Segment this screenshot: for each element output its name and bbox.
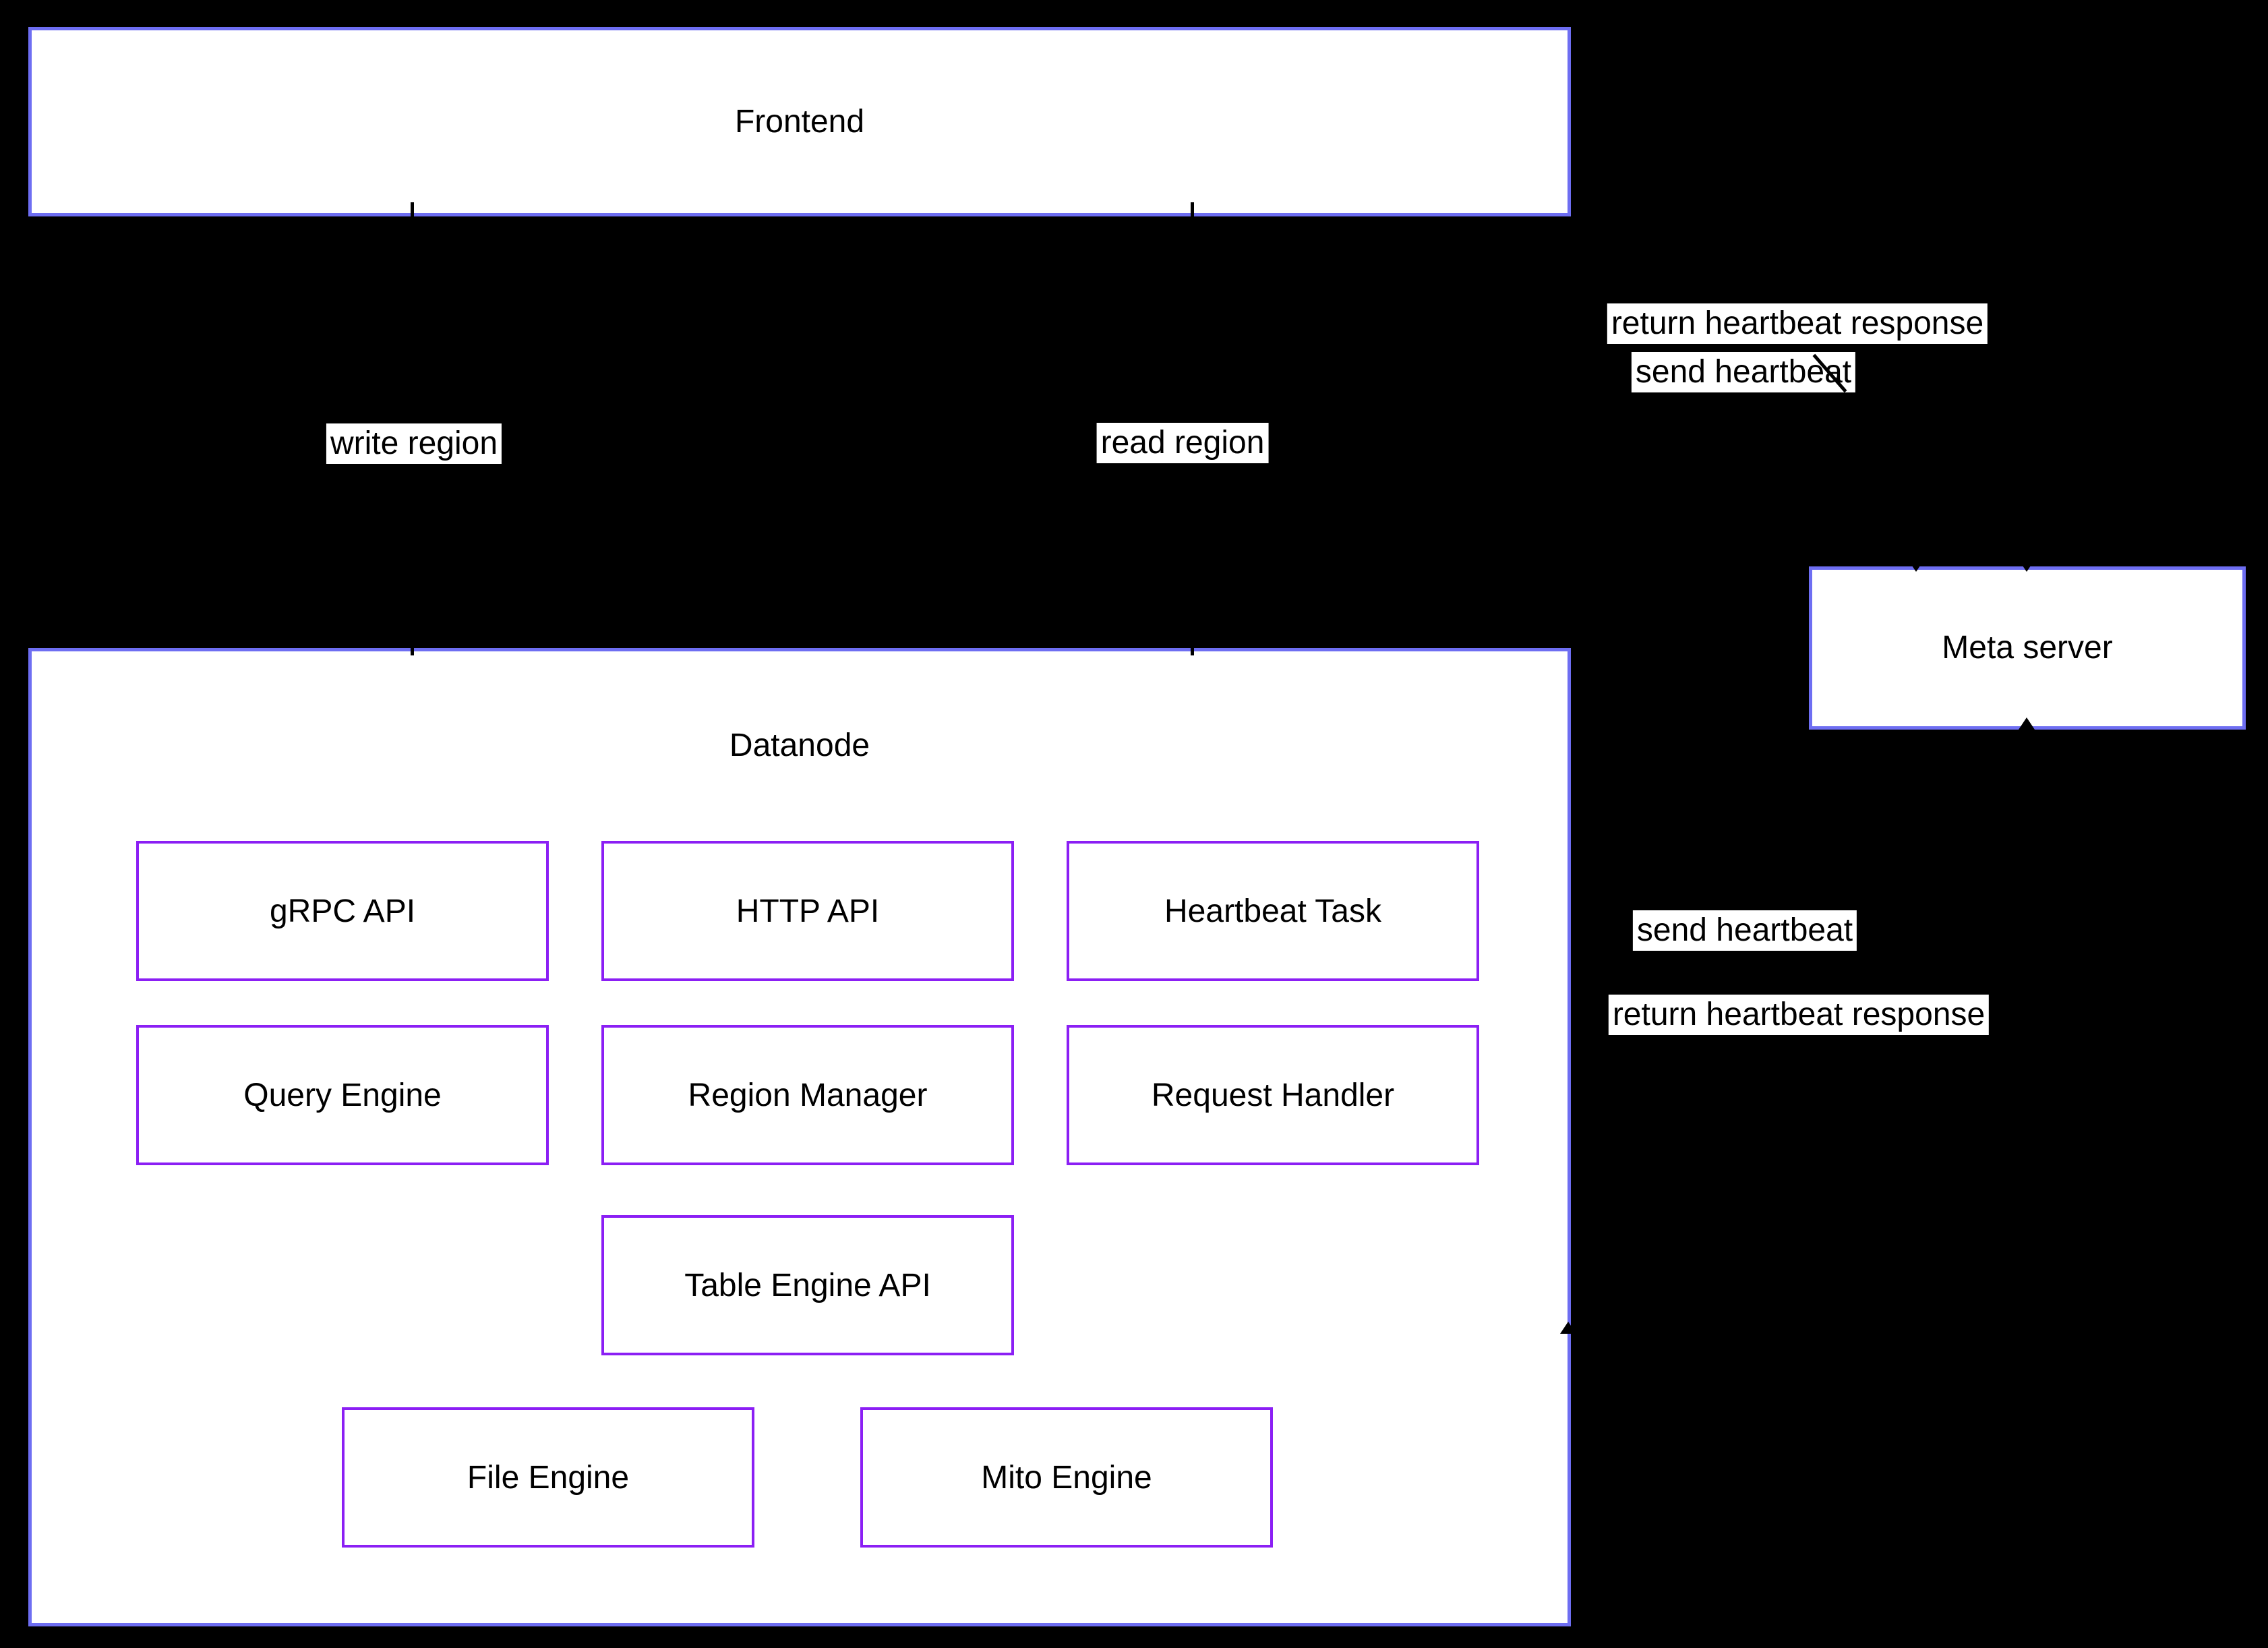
edge-stub-write-region-datanode <box>411 638 414 655</box>
meta-server-label: Meta server <box>1942 630 2113 666</box>
mito-engine-node-label: Mito Engine <box>981 1459 1152 1496</box>
frontend-cluster-box: Frontend <box>28 27 1571 216</box>
http-api-node: HTTP API <box>601 841 1014 981</box>
file-engine-node-label: File Engine <box>467 1459 630 1496</box>
region-manager-node-label: Region Manager <box>688 1077 928 1113</box>
edge-stub-below-return-label <box>1889 1040 1892 1055</box>
arrowhead-into-datanode-right-icon <box>1572 1125 1587 1140</box>
datanode-label: Datanode <box>729 728 870 763</box>
http-api-node-label: HTTP API <box>736 893 880 929</box>
edge-label-return-heartbeat-response-top: return heartbeat response <box>1607 303 1988 344</box>
table-engine-api-node-label: Table Engine API <box>684 1267 931 1303</box>
edge-label-read-region: read region <box>1096 423 1269 463</box>
edge-stub-read-region-datanode <box>1191 638 1194 655</box>
request-handler-node-label: Request Handler <box>1151 1077 1395 1113</box>
meta-server-cluster-box: Meta server <box>1809 566 2246 730</box>
edge-label-send-heartbeat-right: send heartbeat <box>1632 910 1857 951</box>
edge-stub-write-region-frontend <box>411 202 414 220</box>
edge-label-send-heartbeat-top: send heartbeat <box>1631 352 1856 392</box>
edge-label-return-heartbeat-response-right: return heartbeat response <box>1608 995 1990 1035</box>
grpc-api-node-label: gRPC API <box>269 893 416 929</box>
arrowhead-into-meta-bottom-icon <box>2019 717 2035 730</box>
arrowhead-into-frontend-right-icon <box>1571 163 1586 178</box>
arrowhead-leaving-meta-bottom-icon <box>1908 731 1924 743</box>
request-handler-node: Request Handler <box>1067 1025 1479 1165</box>
arrowhead-into-meta-top-right-icon <box>2019 560 2035 572</box>
heartbeat-task-node: Heartbeat Task <box>1067 841 1479 981</box>
arrowhead-into-meta-top-left-icon <box>1908 560 1924 572</box>
region-manager-node: Region Manager <box>601 1025 1014 1165</box>
query-engine-node-label: Query Engine <box>243 1077 442 1113</box>
file-engine-node: File Engine <box>342 1407 754 1548</box>
arrowhead-up-datanode-right-border-icon <box>1560 1322 1576 1334</box>
edge-stub-read-region-frontend <box>1191 202 1194 220</box>
edge-label-write-region: write region <box>326 423 502 464</box>
frontend-label: Frontend <box>734 104 865 140</box>
mito-engine-node: Mito Engine <box>860 1407 1273 1548</box>
query-engine-node: Query Engine <box>136 1025 549 1165</box>
heartbeat-task-node-label: Heartbeat Task <box>1164 893 1381 929</box>
grpc-api-node: gRPC API <box>136 841 549 981</box>
table-engine-api-node: Table Engine API <box>601 1215 1014 1355</box>
